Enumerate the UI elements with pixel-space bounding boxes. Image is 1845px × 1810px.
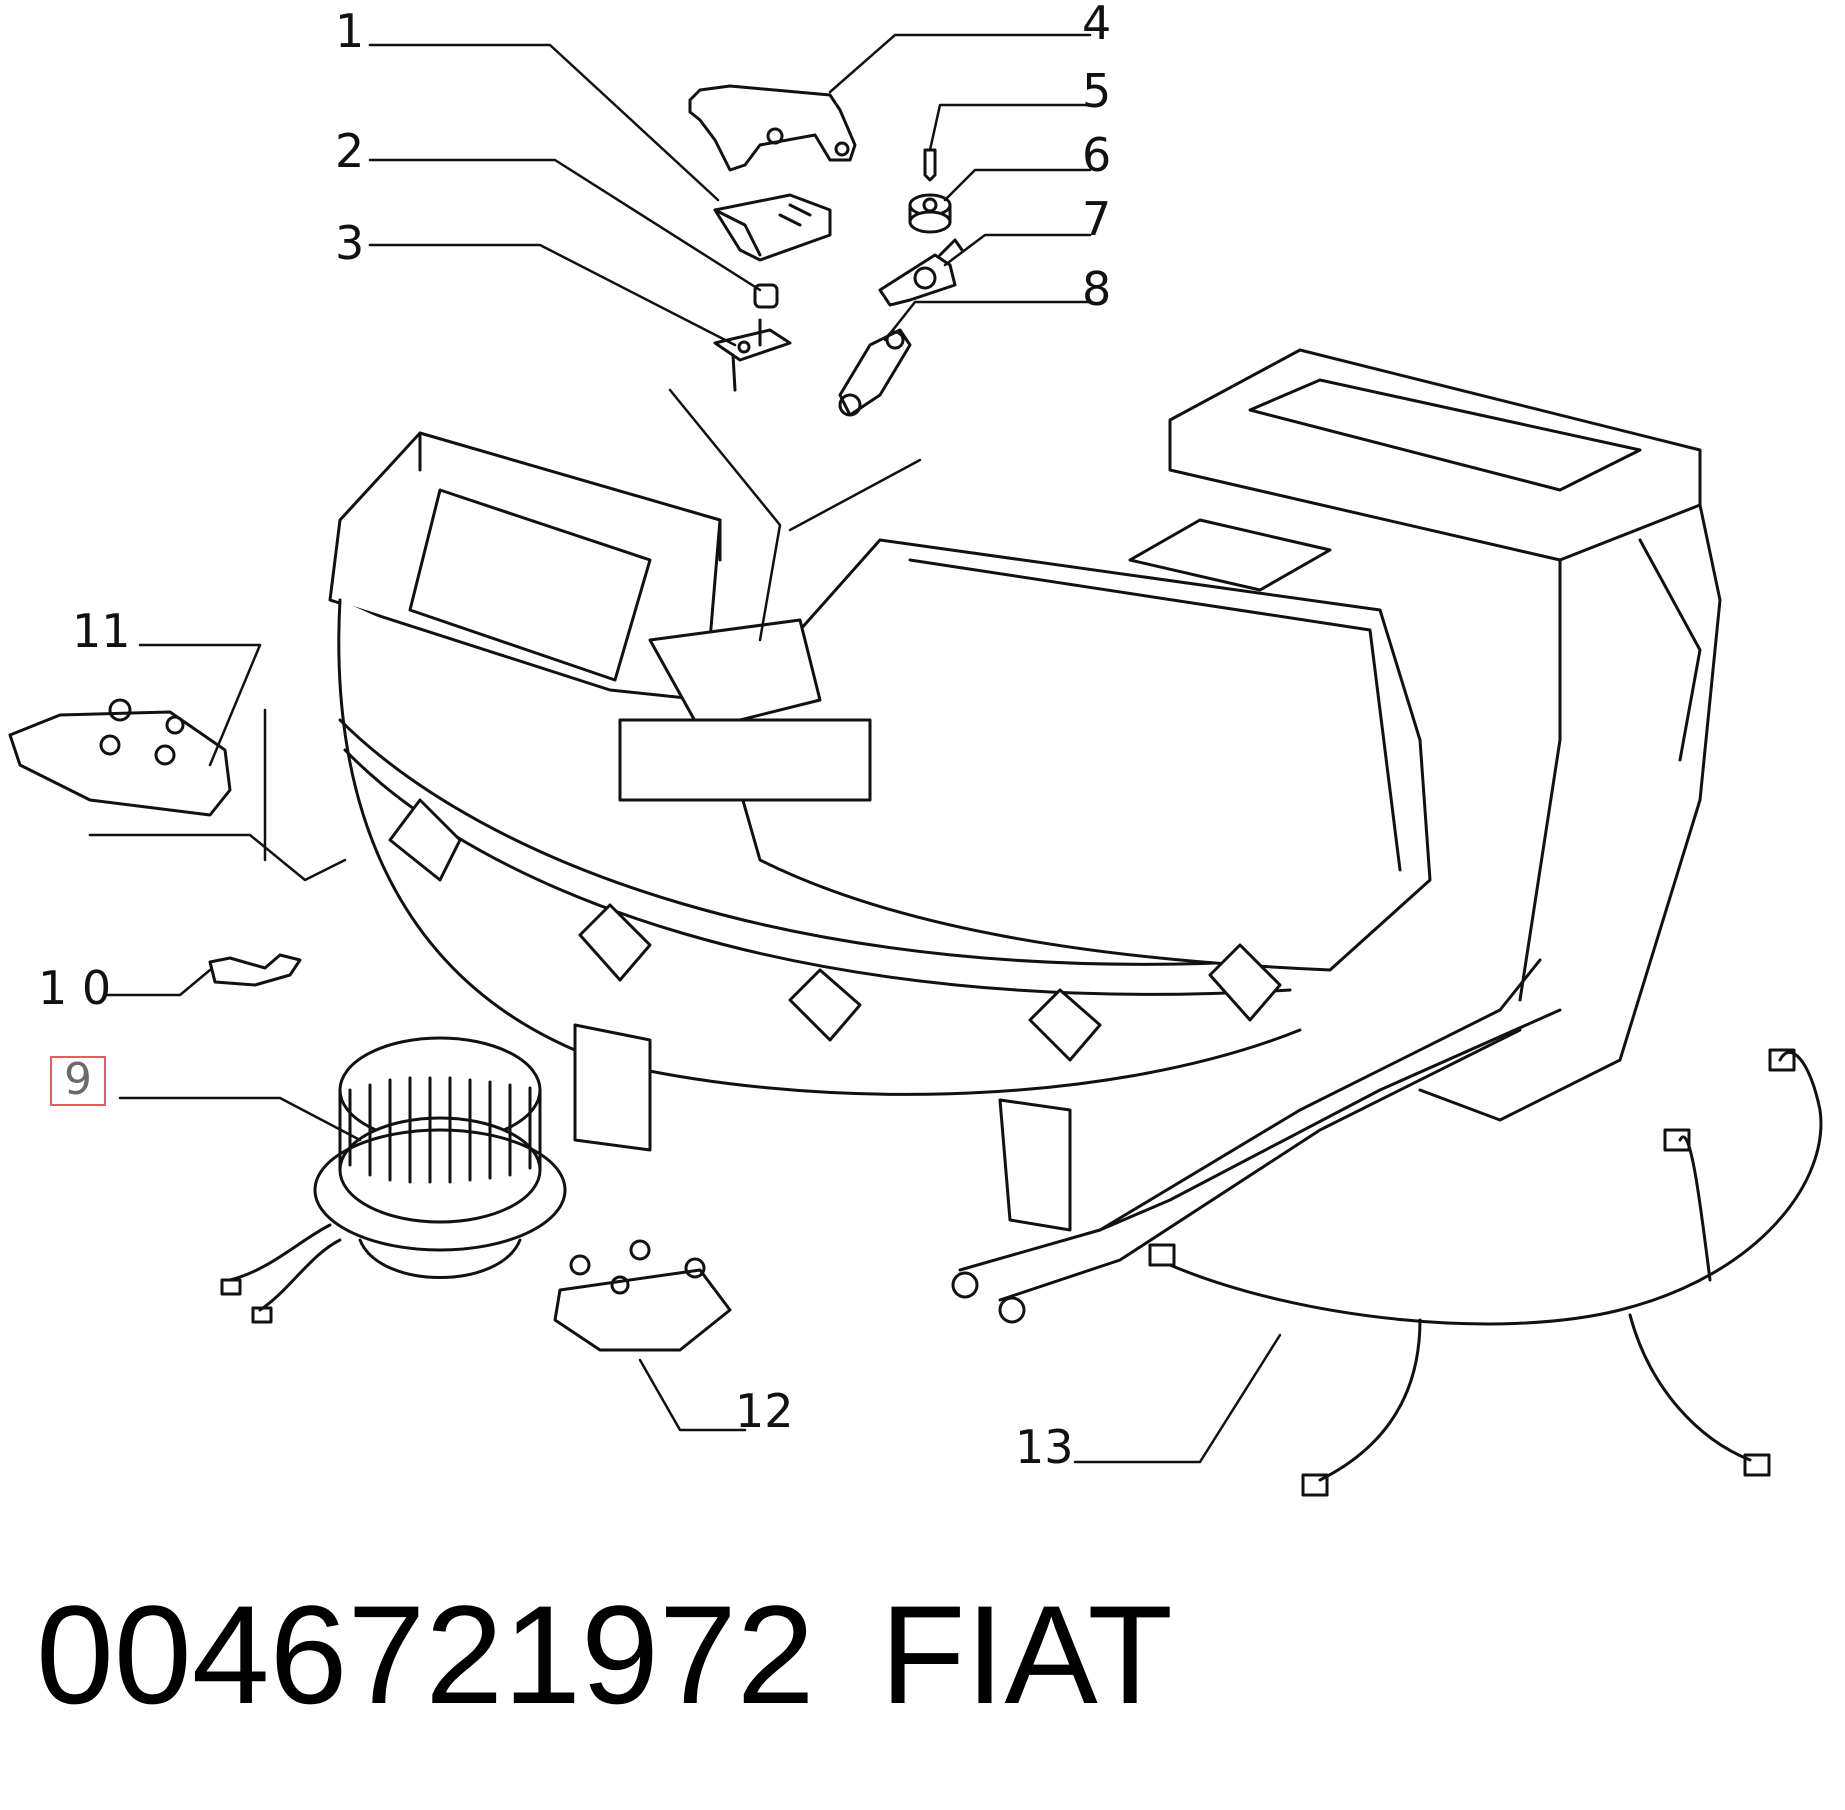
callout-9: 9 bbox=[50, 1056, 106, 1106]
leader-lines bbox=[88, 33, 1282, 1464]
wiring-harness-part-13 bbox=[1148, 1048, 1823, 1497]
callout-2: 2 bbox=[335, 124, 365, 178]
part-number: 0046721972 bbox=[36, 1576, 815, 1733]
resistor-part-11 bbox=[8, 698, 232, 817]
callout-4: 4 bbox=[1082, 0, 1112, 50]
callout-6: 6 bbox=[1082, 128, 1112, 182]
heater-housing bbox=[328, 348, 1722, 1324]
callout-8: 8 bbox=[1082, 262, 1112, 316]
callout-1: 1 bbox=[335, 4, 365, 58]
callout-3: 3 bbox=[335, 216, 365, 270]
callout-13: 13 bbox=[1015, 1420, 1074, 1474]
lever-part-7 bbox=[878, 238, 964, 307]
callout-5: 5 bbox=[1082, 64, 1112, 118]
callout-11: 11 bbox=[72, 604, 131, 658]
callout-12: 12 bbox=[735, 1384, 794, 1438]
lever-plate-part-1 bbox=[713, 193, 832, 262]
clip-part-10 bbox=[208, 953, 302, 987]
link-part-8 bbox=[838, 328, 912, 417]
bracket-part-4 bbox=[688, 84, 857, 172]
brand-name: FIAT bbox=[880, 1576, 1173, 1733]
callout-10: 1 0 bbox=[38, 961, 112, 1015]
link-arm-part-3 bbox=[713, 318, 792, 392]
screw-part-5 bbox=[923, 148, 937, 182]
bearing-part-6 bbox=[908, 193, 952, 234]
blower-motor-part-9 bbox=[220, 1036, 567, 1324]
resistor-part-12 bbox=[553, 1239, 732, 1352]
callout-7: 7 bbox=[1082, 192, 1112, 246]
